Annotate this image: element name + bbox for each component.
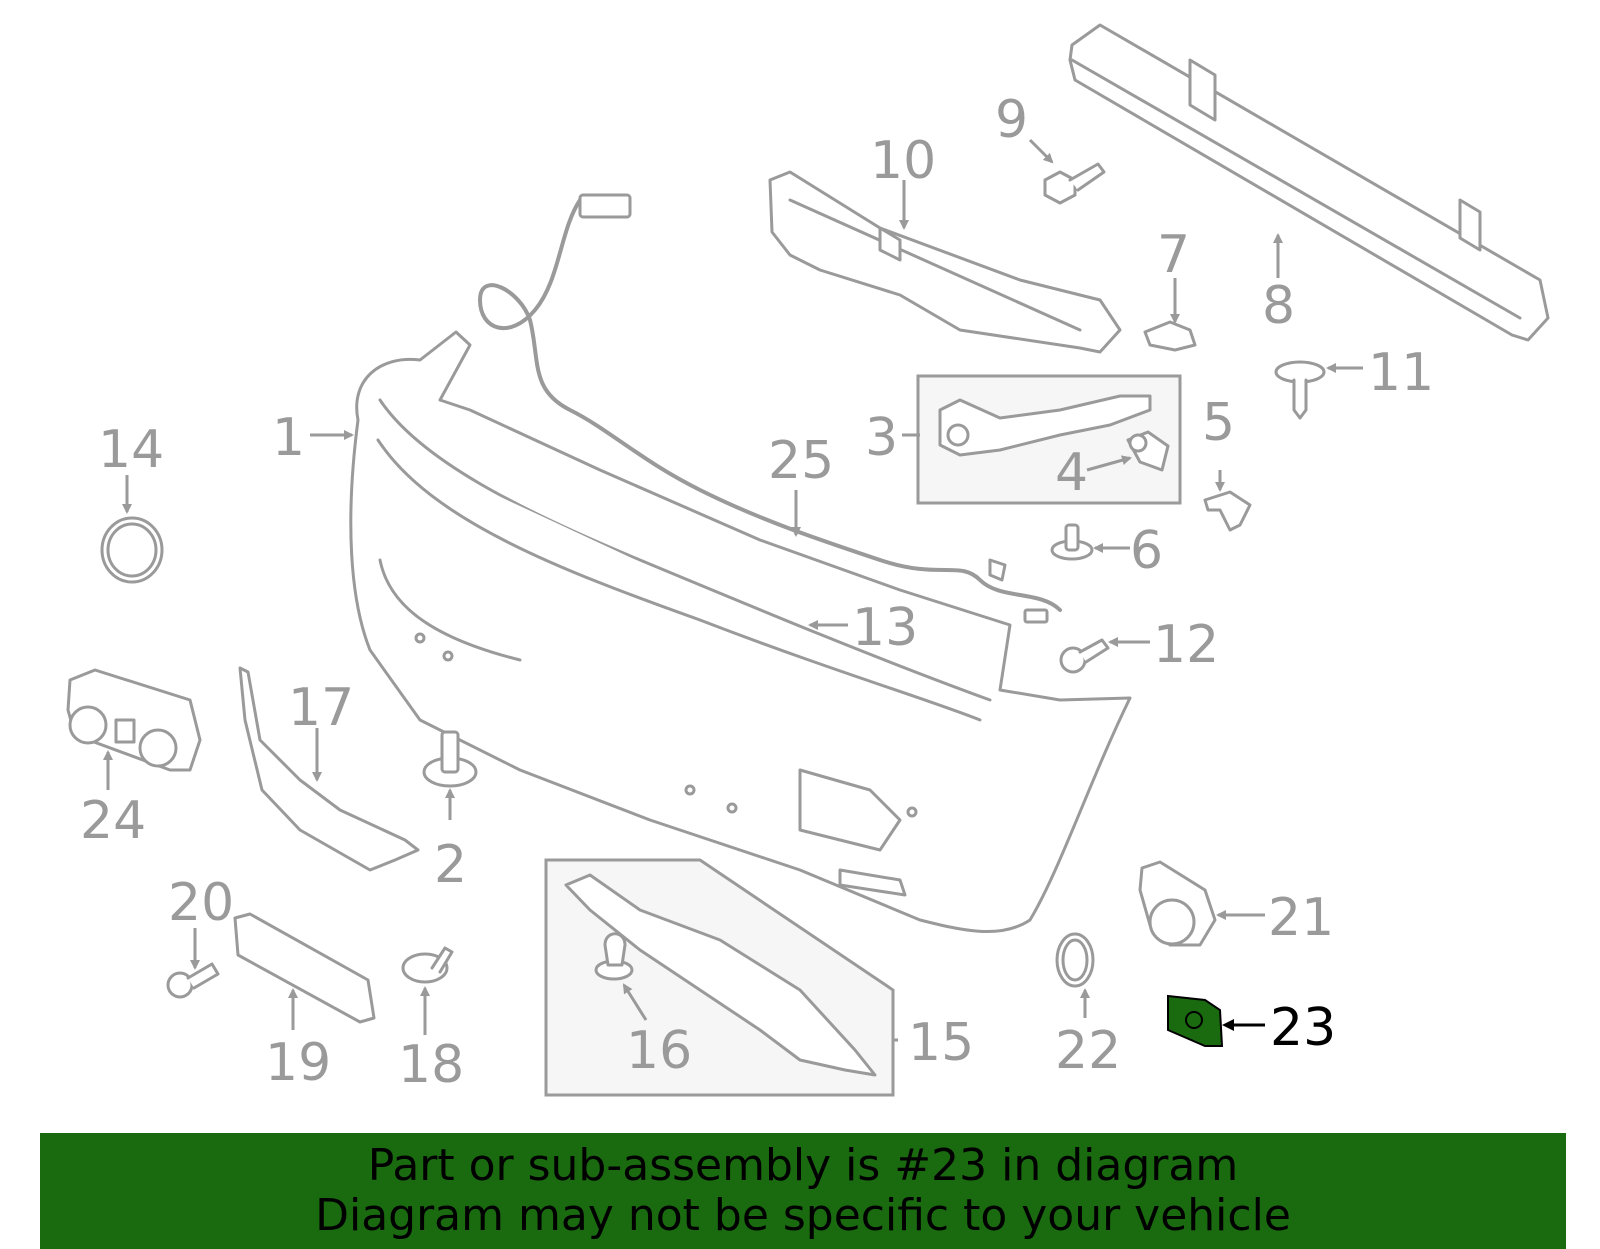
part-4-nut xyxy=(1126,430,1170,472)
callout-3: 3 xyxy=(865,408,898,468)
callout-9: 9 xyxy=(995,90,1028,150)
part-2-push-pin xyxy=(422,730,478,788)
part-17-grille xyxy=(238,666,420,872)
part-14-ring xyxy=(100,516,164,584)
part-3-bracket xyxy=(938,394,1152,457)
callout-10: 10 xyxy=(870,131,936,191)
part-5-clip xyxy=(1203,490,1252,532)
part-22-ring xyxy=(1055,932,1095,988)
callout-12: 12 xyxy=(1153,615,1219,675)
callout-22: 22 xyxy=(1055,1021,1121,1081)
banner-line-2: Diagram may not be specific to your vehi… xyxy=(315,1190,1291,1241)
callout-23: 23 xyxy=(1270,998,1336,1058)
part-21-sensor xyxy=(1138,860,1217,947)
part-15-deflector xyxy=(564,873,877,1077)
part-6-push-pin xyxy=(1050,523,1094,561)
callout-25: 25 xyxy=(768,431,834,491)
callout-24: 24 xyxy=(80,791,146,851)
part-19-bar xyxy=(233,912,376,1024)
part-12-bolt xyxy=(1059,638,1110,674)
callout-1: 1 xyxy=(272,408,305,468)
part-18-clip xyxy=(401,946,454,984)
callout-20: 20 xyxy=(168,873,234,933)
callout-7: 7 xyxy=(1157,225,1190,285)
callout-6: 6 xyxy=(1130,521,1163,581)
leader-lines xyxy=(103,138,1363,1042)
callout-4: 4 xyxy=(1055,443,1088,503)
part-11-push-pin xyxy=(1274,360,1326,420)
callout-21: 21 xyxy=(1268,888,1334,948)
callout-labels: 1 2 3 4 5 6 7 8 9 10 11 12 13 14 15 16 1… xyxy=(80,90,1434,1095)
part-7-clip xyxy=(1143,320,1197,352)
callout-17: 17 xyxy=(288,678,354,738)
part-9-bolt xyxy=(1043,162,1106,205)
callout-15: 15 xyxy=(908,1013,974,1073)
callout-14: 14 xyxy=(98,420,164,480)
part-16-clip xyxy=(594,932,634,981)
part-25-wiring-harness xyxy=(478,193,1062,624)
callout-13: 13 xyxy=(852,598,918,658)
callout-18: 18 xyxy=(398,1035,464,1095)
part-24-lamp xyxy=(66,668,202,772)
callout-16: 16 xyxy=(626,1021,692,1081)
info-banner: Part or sub-assembly is #23 in diagram D… xyxy=(40,1133,1566,1249)
callout-5: 5 xyxy=(1202,393,1235,453)
callout-8: 8 xyxy=(1262,276,1295,336)
part-23-retainer-highlighted xyxy=(1167,994,1224,1047)
callout-19: 19 xyxy=(265,1033,331,1093)
callout-11: 11 xyxy=(1368,343,1434,403)
part-20-bolt xyxy=(166,962,220,999)
callout-2: 2 xyxy=(434,835,467,895)
part-10-bracket xyxy=(768,170,1122,354)
part-8-reinforcement-beam xyxy=(1068,23,1550,342)
banner-line-1: Part or sub-assembly is #23 in diagram xyxy=(367,1140,1239,1191)
